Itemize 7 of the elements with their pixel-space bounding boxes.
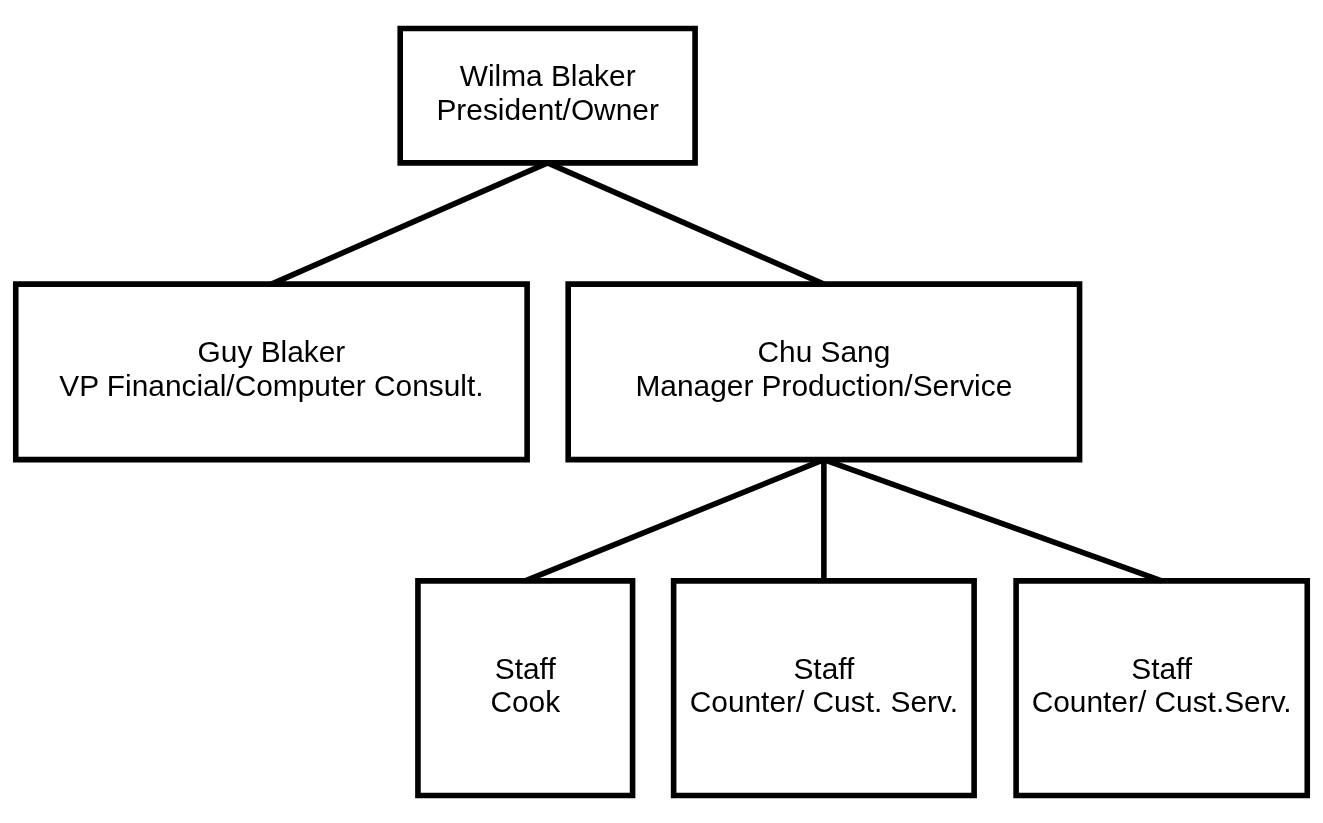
node-box: Staff Counter/ Cust. Serv.: [670, 577, 977, 798]
node-box: Guy Blaker VP Financial/Computer Consult.: [12, 280, 530, 462]
node-box: Staff Counter/ Cust.Serv.: [1013, 577, 1311, 798]
connector: [821, 459, 827, 581]
node-box: Chu Sang Manager Production/Service: [565, 280, 1083, 462]
node-box: Staff Cook: [415, 577, 636, 798]
node-box: Wilma Blaker President/Owner: [397, 25, 698, 166]
